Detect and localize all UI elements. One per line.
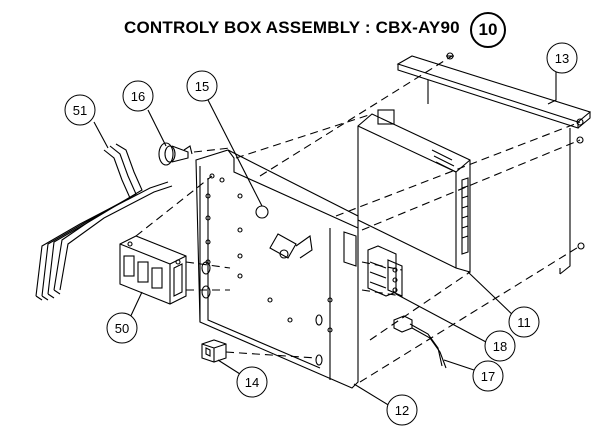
grommet-part xyxy=(158,142,193,166)
svg-text:12: 12 xyxy=(395,403,409,418)
svg-text:14: 14 xyxy=(245,375,259,390)
callout-12: 12 xyxy=(386,394,418,426)
callout-50: 50 xyxy=(106,312,138,344)
page-number-badge: 10 xyxy=(470,12,506,48)
svg-text:11: 11 xyxy=(517,315,531,330)
terminal-block-part xyxy=(119,235,187,305)
leader-lines xyxy=(93,64,557,407)
svg-text:18: 18 xyxy=(493,339,507,354)
wire-harness-part xyxy=(35,143,173,301)
page-title: CONTROLY BOX ASSEMBLY : CBX-AY90 xyxy=(124,18,460,37)
callout-16: 16 xyxy=(122,80,154,112)
page-number: 10 xyxy=(478,20,498,39)
svg-text:13: 13 xyxy=(555,51,569,66)
terminal-strip-part xyxy=(367,245,403,297)
assembly-guide-lines xyxy=(135,55,581,383)
svg-text:50: 50 xyxy=(115,321,129,336)
callout-51: 51 xyxy=(64,94,96,126)
callout-14: 14 xyxy=(236,366,268,398)
svg-text:15: 15 xyxy=(195,79,209,94)
switch-part xyxy=(201,339,227,363)
svg-text:17: 17 xyxy=(481,369,495,384)
cover-part xyxy=(396,55,592,275)
callout-15: 15 xyxy=(186,70,218,102)
svg-text:16: 16 xyxy=(131,89,145,104)
screw-icon xyxy=(446,52,585,250)
svg-text:51: 51 xyxy=(73,103,87,118)
callout-13: 13 xyxy=(546,42,578,74)
callout-17: 17 xyxy=(472,360,504,392)
wire-lead-part xyxy=(393,315,447,369)
callout-11: 11 xyxy=(508,306,540,338)
chassis-plate-part xyxy=(195,149,359,389)
callout-18: 18 xyxy=(484,330,516,362)
